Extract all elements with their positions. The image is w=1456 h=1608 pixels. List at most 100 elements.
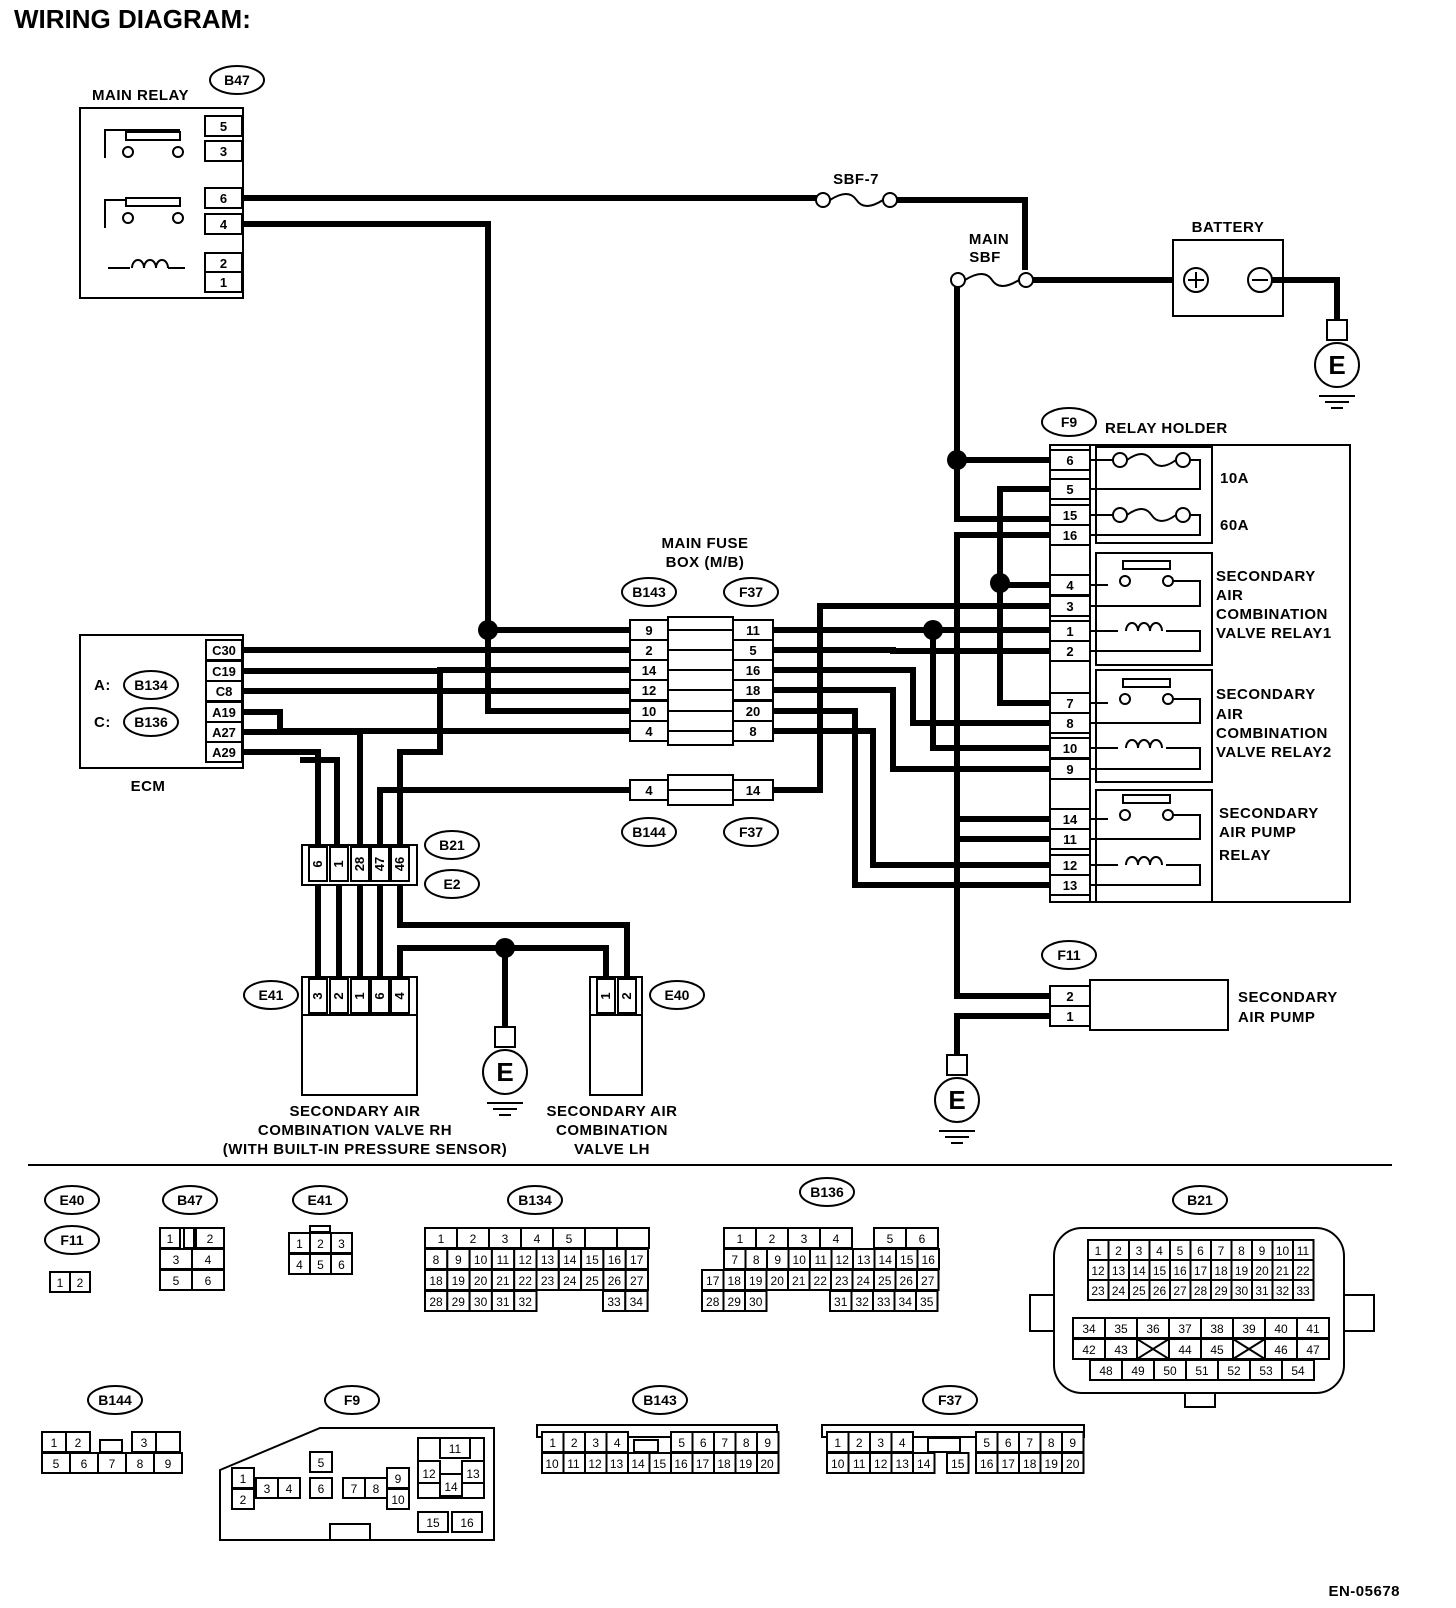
face-f9-cell-label: 13 — [466, 1467, 480, 1481]
face-e41-cell-label: 1 — [296, 1237, 303, 1251]
e41-tag — [243, 980, 299, 1010]
battery-plus-icon-cross — [1188, 272, 1204, 288]
face-b136-cell-label: 23 — [835, 1274, 849, 1288]
face-f37-cell — [946, 1452, 970, 1474]
face-b21-cell-label: 35 — [1114, 1322, 1128, 1336]
face-b136-cell-label: 27 — [921, 1274, 935, 1288]
b134-tag-text: B134 — [134, 677, 168, 693]
face-b47-cell-label: 5 — [173, 1274, 180, 1288]
face-b21-tag — [1172, 1185, 1228, 1215]
face-e40-cell — [69, 1271, 91, 1293]
main-relay-pin-label: 4 — [220, 217, 228, 232]
face-b21-latch-right — [1343, 1294, 1375, 1332]
face-e41-cell-label: 3 — [338, 1237, 345, 1251]
face-f9-cell-label: 9 — [395, 1472, 402, 1486]
relay2-coil-icon — [1125, 739, 1163, 749]
face-f37-cell-label: 14 — [917, 1457, 931, 1471]
pump-relay-switch-contact — [1162, 809, 1174, 821]
main-fuse-box-label-1: MAIN FUSE — [662, 535, 749, 552]
face-f9-cell — [439, 1437, 471, 1459]
face-b136-cell-label: 14 — [879, 1253, 893, 1267]
main-relay-switch-2-contact — [172, 212, 184, 224]
face-b21-cell-label: 47 — [1306, 1343, 1320, 1357]
f37-lower-tag — [723, 817, 779, 847]
main-relay-pin — [204, 140, 243, 162]
face-b21-latch-left — [1029, 1294, 1055, 1332]
face-f9-cell-label: 12 — [422, 1467, 436, 1481]
ecm-pin-label: A27 — [212, 725, 236, 740]
relay-holder-pin-label: 2 — [1066, 644, 1073, 659]
f37-lower-pin-label: 14 — [746, 783, 761, 798]
face-b134-cell-label: 16 — [608, 1253, 622, 1267]
b134-tag — [123, 670, 179, 700]
relay-holder-label: RELAY HOLDER — [1105, 420, 1228, 437]
face-b21-cell-label: 54 — [1291, 1364, 1305, 1378]
face-b136-cell-label: 8 — [753, 1253, 760, 1267]
face-f9-cell — [451, 1511, 483, 1533]
face-f9-cell — [417, 1460, 441, 1484]
sbf7-fuse-end — [815, 192, 831, 208]
face-b134-cell-label: 13 — [541, 1253, 555, 1267]
b21-pin — [390, 846, 410, 882]
face-b21-cell-label: 46 — [1274, 1343, 1288, 1357]
face-f37-cell-label: 2 — [856, 1436, 863, 1450]
wire-b21-e40 — [397, 885, 630, 977]
main-relay-switch-2-arm — [125, 197, 181, 207]
main-relay-pin-label: 3 — [220, 144, 227, 159]
face-f37-cell-label: 16 — [980, 1457, 994, 1471]
fuse-60a-end — [1175, 507, 1191, 523]
face-f37-cell-label: 4 — [899, 1436, 906, 1450]
face-b47-tag-text: B47 — [177, 1192, 203, 1208]
main-sbf-fuse-end — [950, 272, 966, 288]
b144-pin-label: 4 — [645, 783, 653, 798]
face-e41-cell-label: 4 — [296, 1258, 303, 1272]
face-b136-tag-text: B136 — [810, 1184, 844, 1200]
f11-tag-text: F11 — [1057, 947, 1081, 963]
e41-pin — [370, 978, 390, 1014]
face-b21-cell-label: 50 — [1163, 1364, 1177, 1378]
f9-tag-text: F9 — [1061, 414, 1078, 430]
face-b143-cell-label: 9 — [764, 1436, 771, 1450]
face-b21-cell-label: 41 — [1306, 1322, 1320, 1336]
face-b136-cell-label: 19 — [749, 1274, 763, 1288]
face-b143-cell-label: 3 — [592, 1436, 599, 1450]
face-b143-tag-text: B143 — [643, 1392, 677, 1408]
relay1-coil-icon — [1125, 622, 1163, 632]
relay1-frame — [1095, 552, 1213, 666]
face-b47-cell — [191, 1269, 225, 1291]
b21-pin-label: 28 — [352, 857, 367, 871]
face-b136-cell-label: 32 — [856, 1295, 870, 1309]
wire-a19 — [242, 709, 630, 734]
face-b21-cell-label: 28 — [1194, 1284, 1208, 1298]
face-f37-tag — [922, 1385, 978, 1415]
face-b47-key — [183, 1227, 195, 1249]
face-b143-cell-label: 8 — [743, 1436, 750, 1450]
face-f37-cell-label: 7 — [1026, 1436, 1033, 1450]
relay-holder-pin-label: 15 — [1063, 508, 1077, 523]
sbf7-fuse-element — [829, 193, 884, 207]
relay2-switch-lead — [1090, 698, 1201, 724]
f37-lower-tag-text: F37 — [739, 824, 763, 840]
face-b134-cell-label: 12 — [519, 1253, 533, 1267]
face-b134-cell-label: 11 — [497, 1253, 510, 1267]
face-b143-cell-label: 6 — [700, 1436, 707, 1450]
pump-relay-frame — [1095, 789, 1213, 903]
face-b144-tag-text: B144 — [98, 1392, 132, 1408]
f37-pin-label: 8 — [749, 724, 756, 739]
face-f37-cell — [1061, 1452, 1085, 1474]
face-f37-tag-text: F37 — [938, 1392, 962, 1408]
face-b136-cell-label: 35 — [920, 1295, 934, 1309]
face-e41-cell — [330, 1253, 353, 1275]
face-b143-cell-label: 20 — [760, 1457, 774, 1471]
fuse-10a-end — [1112, 452, 1128, 468]
face-b21-cell-label: 38 — [1210, 1322, 1224, 1336]
face-f37-cell-label: 1 — [834, 1436, 841, 1450]
secondary-air-pump-label-1: SECONDARY — [1238, 989, 1338, 1006]
face-b134-cell-label: 32 — [519, 1295, 533, 1309]
face-b134-cell-label: 23 — [541, 1274, 555, 1288]
splice-dot — [990, 573, 1010, 593]
relay-holder-pin-label: 3 — [1066, 599, 1073, 614]
face-f9-cell-label: 5 — [318, 1456, 325, 1470]
face-f9-cell-label: 14 — [444, 1480, 458, 1494]
face-b136-cell-label: 9 — [774, 1253, 781, 1267]
